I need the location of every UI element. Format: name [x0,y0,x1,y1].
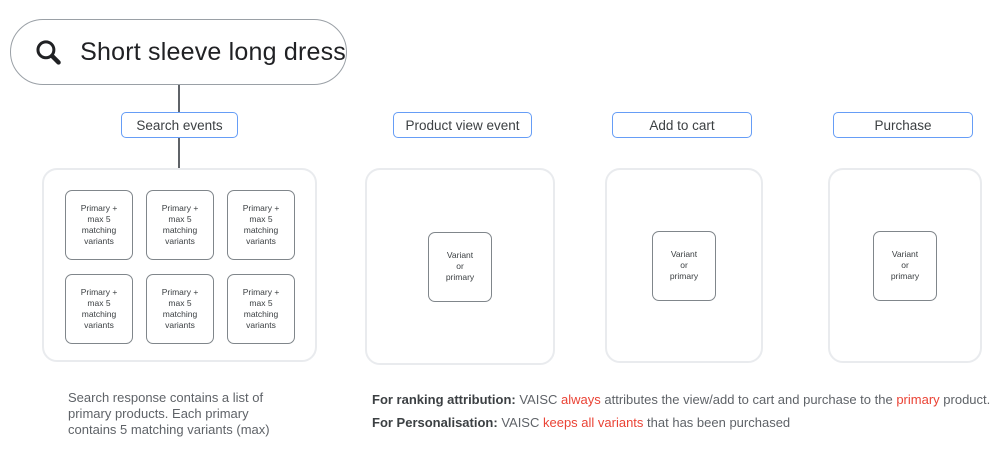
attribution-notes: For ranking attribution: VAISC always at… [372,392,992,438]
primary-variants-box: Primary + max 5 matching variants [227,190,295,260]
variant-or-primary-box: Variant or primary [652,230,716,301]
search-query-text: Short sleeve long dress [80,37,346,66]
primary-variants-box: Primary + max 5 matching variants [227,274,295,344]
add-to-cart-container: Variant or primary [605,168,763,363]
search-response-note: Search response contains a list of prima… [68,390,270,437]
search-bar: Short sleeve long dress [10,19,347,85]
product-view-container: Variant or primary [365,168,555,365]
label-purchase: Purchase [833,112,973,138]
primary-variants-box: Primary + max 5 matching variants [65,190,133,260]
ranking-attribution-note: For ranking attribution: VAISC always at… [372,392,991,407]
personalisation-note: For Personalisation: VAISC keeps all var… [372,415,791,430]
label-add-to-cart: Add to cart [612,112,752,138]
connector-label-to-container [178,138,180,169]
variant-or-primary-box: Variant or primary [428,231,492,302]
purchase-container: Variant or primary [828,168,982,363]
search-events-container: Primary + max 5 matching variants Primar… [42,168,317,362]
primary-variants-box: Primary + max 5 matching variants [146,274,214,344]
label-product-view-event: Product view event [393,112,532,138]
search-icon [36,39,61,65]
primary-variants-box: Primary + max 5 matching variants [65,274,133,344]
primary-variants-box: Primary + max 5 matching variants [146,190,214,260]
variant-or-primary-box: Variant or primary [873,230,937,301]
label-search-events: Search events [121,112,238,138]
connector-search-to-label [178,85,180,112]
